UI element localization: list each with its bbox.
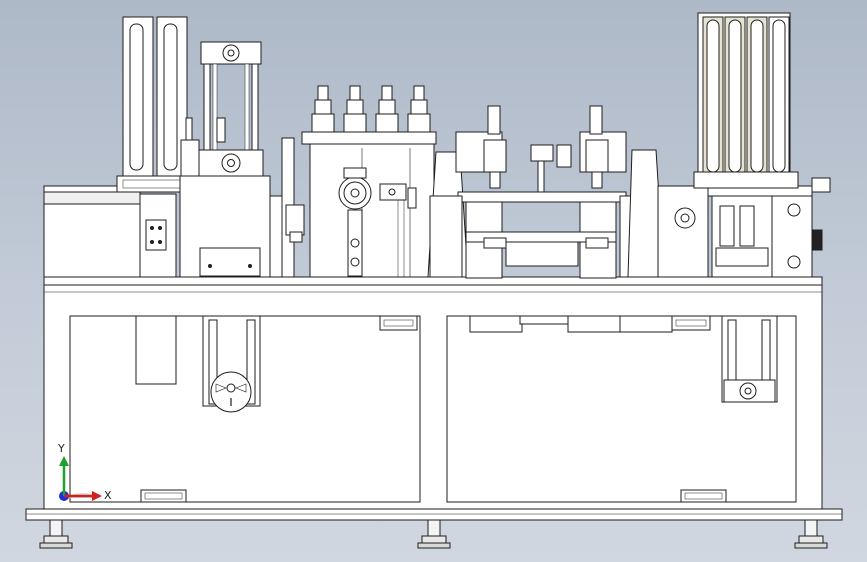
lower-right-motor — [721, 315, 778, 403]
center-left-station — [301, 85, 437, 278]
top-cylinders — [311, 85, 431, 133]
foot-right — [794, 519, 828, 549]
reel-wheel — [338, 167, 372, 277]
table-top — [43, 276, 823, 286]
lower-left-motor — [202, 315, 261, 413]
foot-center — [417, 519, 451, 549]
triad-x-label: X — [104, 489, 112, 502]
foot-left — [39, 519, 73, 549]
base-plate — [25, 508, 843, 521]
triad-y-label: Y — [57, 442, 65, 455]
center-station — [427, 105, 661, 279]
right-station — [627, 149, 831, 278]
coordinate-triad: Y X — [57, 442, 112, 502]
left-feeder-box — [43, 185, 177, 278]
left-lift-column — [179, 41, 271, 278]
right-magazine — [693, 12, 799, 189]
guide-column — [269, 137, 305, 278]
machine-feet — [39, 519, 828, 549]
lower-cabinet — [43, 282, 823, 510]
